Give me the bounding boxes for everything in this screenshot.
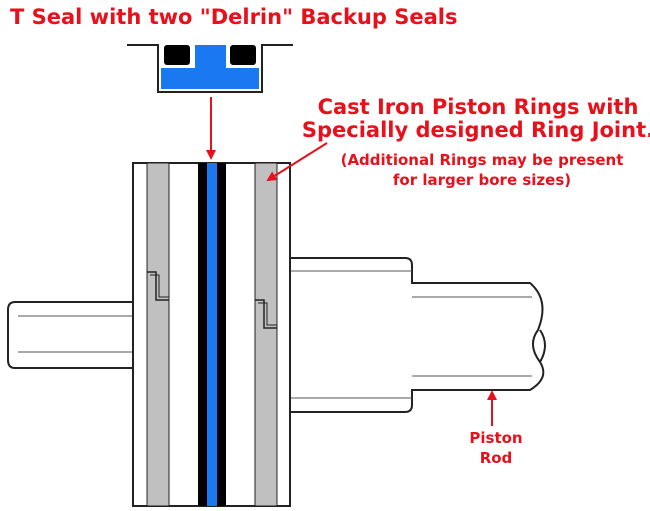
left-rod-stub: [7, 301, 133, 369]
ring-joint-right: [255, 299, 277, 329]
piston-body: [132, 162, 291, 507]
piston-rod-label-line1: Piston: [469, 429, 522, 447]
rings-arrow: [266, 142, 328, 182]
t-seal-profile: [161, 45, 259, 89]
backup-seal-left-strip: [198, 163, 207, 506]
backup-seal-right-strip: [217, 163, 226, 506]
additional-rings-note-line2: for larger bore sizes): [393, 171, 571, 189]
additional-rings-note-line1: (Additional Rings may be present: [341, 151, 624, 169]
piston-rod-label-line2: Rod: [480, 449, 513, 467]
t-seal-detail: [127, 44, 293, 93]
ring-joint-right-b: [258, 302, 277, 326]
t-seal-strip: [207, 163, 217, 506]
left-backup-seal: [164, 45, 190, 65]
piston-rod: [289, 257, 546, 413]
piston-ring-left: [146, 162, 170, 507]
rings-title-line1: Cast Iron Piston Rings with: [318, 95, 639, 119]
ring-joint-left-b: [150, 274, 169, 298]
piston-ring-right: [254, 162, 278, 507]
ring-joint-left: [147, 271, 169, 301]
t-seal-title: T Seal with two "Delrin" Backup Seals: [10, 5, 457, 29]
rings-title-line2: Specially designed Ring Joint.: [302, 118, 650, 142]
right-backup-seal: [230, 45, 256, 65]
